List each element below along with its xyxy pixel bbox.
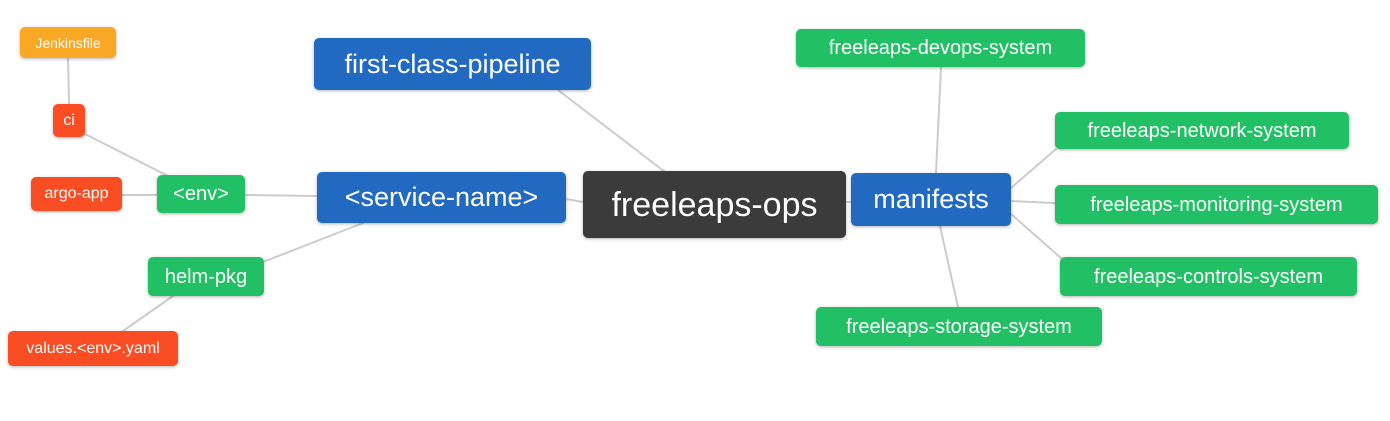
edge-service-name-to-helm-pkg	[262, 222, 364, 263]
node-storage-system[interactable]: freeleaps-storage-system	[816, 307, 1102, 346]
edge-ci-to-env	[82, 132, 169, 177]
node-helm-pkg[interactable]: helm-pkg	[148, 257, 264, 296]
node-manifests[interactable]: manifests	[851, 173, 1011, 226]
node-controls-system[interactable]: freeleaps-controls-system	[1060, 257, 1357, 296]
node-freeleaps-ops[interactable]: freeleaps-ops	[583, 171, 846, 238]
node-ci[interactable]: ci	[53, 104, 85, 137]
edge-helm-pkg-to-values-env-yaml	[119, 295, 174, 334]
edge-env-to-service-name	[244, 194, 318, 197]
edge-service-name-to-freeleaps-ops	[565, 198, 584, 203]
edge-manifests-to-storage-system	[939, 225, 959, 308]
node-service-name[interactable]: <service-name>	[317, 172, 566, 223]
node-values-env-yaml[interactable]: values.<env>.yaml	[8, 331, 178, 366]
node-monitoring-system[interactable]: freeleaps-monitoring-system	[1055, 185, 1378, 224]
node-argo-app[interactable]: argo-app	[31, 177, 122, 211]
edge-first-class-pipeline-to-freeleaps-ops	[557, 89, 666, 173]
node-first-class-pipeline[interactable]: first-class-pipeline	[314, 38, 591, 90]
node-network-system[interactable]: freeleaps-network-system	[1055, 112, 1349, 149]
node-jenkinsfile[interactable]: Jenkinsfile	[20, 27, 116, 58]
edge-manifests-to-controls-system	[1010, 213, 1062, 259]
edge-manifests-to-devops-system	[935, 66, 942, 174]
node-env[interactable]: <env>	[157, 175, 245, 213]
edge-manifests-to-network-system	[1010, 148, 1057, 189]
edge-manifests-to-monitoring-system	[1010, 200, 1056, 204]
edge-jenkinsfile-to-ci	[67, 57, 70, 105]
node-devops-system[interactable]: freeleaps-devops-system	[796, 29, 1085, 67]
